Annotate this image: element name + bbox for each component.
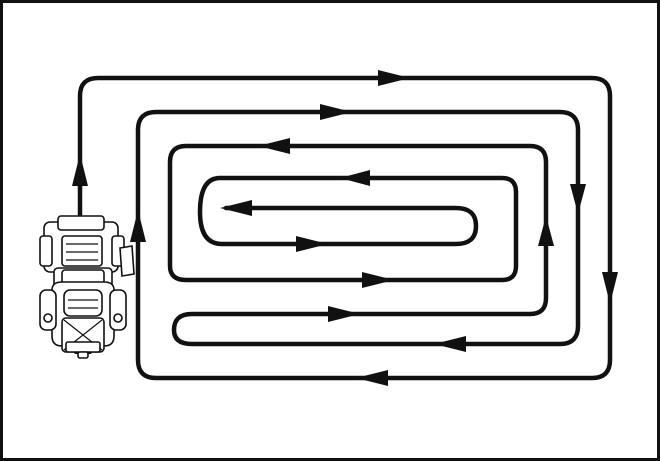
arrow-right-fourth-bottom [328,306,360,322]
arrow-right-top-outer [378,70,410,86]
arrow-up-left-second [130,210,146,242]
arrow-right-inner-bottom [296,236,328,252]
arrow-left-outer-bottom [356,370,388,386]
arrow-left-inner-top [340,170,370,186]
mowing-path-outer-loop [77,75,613,381]
riding-mower-illustration [39,215,135,359]
arrow-left-second-bottom [434,336,466,352]
arrow-left-top-third [258,138,290,154]
arrow-down-right-outer [602,272,618,304]
arrow-left-inner-center [220,200,252,216]
arrow-right-third-bottom [362,272,394,288]
arrow-down-right-second [570,184,586,214]
arrow-up-left-start [72,154,88,186]
arrow-right-top-second [320,104,352,120]
arrow-up-right-third [538,216,554,246]
